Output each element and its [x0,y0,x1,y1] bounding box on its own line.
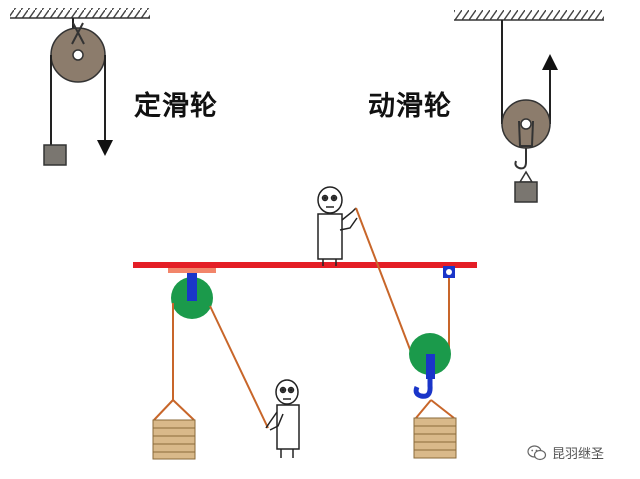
blue-bracket-left [187,273,197,301]
mount-plate [168,268,216,273]
hook-small [514,148,527,170]
beam-scene [133,186,477,460]
person-pulling-down [265,379,300,458]
movable-pulley-illustration [454,10,604,203]
watermark: 昆羽继圣 [527,443,604,462]
weight-right [514,181,538,203]
anchor-ring [443,266,455,278]
support-beam [133,262,477,268]
blue-bracket-right [426,354,435,379]
wechat-icon [527,444,547,460]
ceiling-left [10,8,150,18]
wooden-crate-right [413,417,457,459]
watermark-text: 昆羽继圣 [552,447,605,462]
wooden-crate-left [152,419,196,460]
person-on-beam [317,186,358,266]
rope-to-person-left [209,305,269,429]
label-movable-pulley: 动滑轮 [368,91,452,122]
blue-hook [413,378,433,399]
fixed-pulley-illustration [10,8,150,166]
rope-from-person-on-beam [355,207,412,353]
ceiling-right [454,10,604,20]
weight-left [43,144,67,166]
label-fixed-pulley: 定滑轮 [134,91,218,122]
